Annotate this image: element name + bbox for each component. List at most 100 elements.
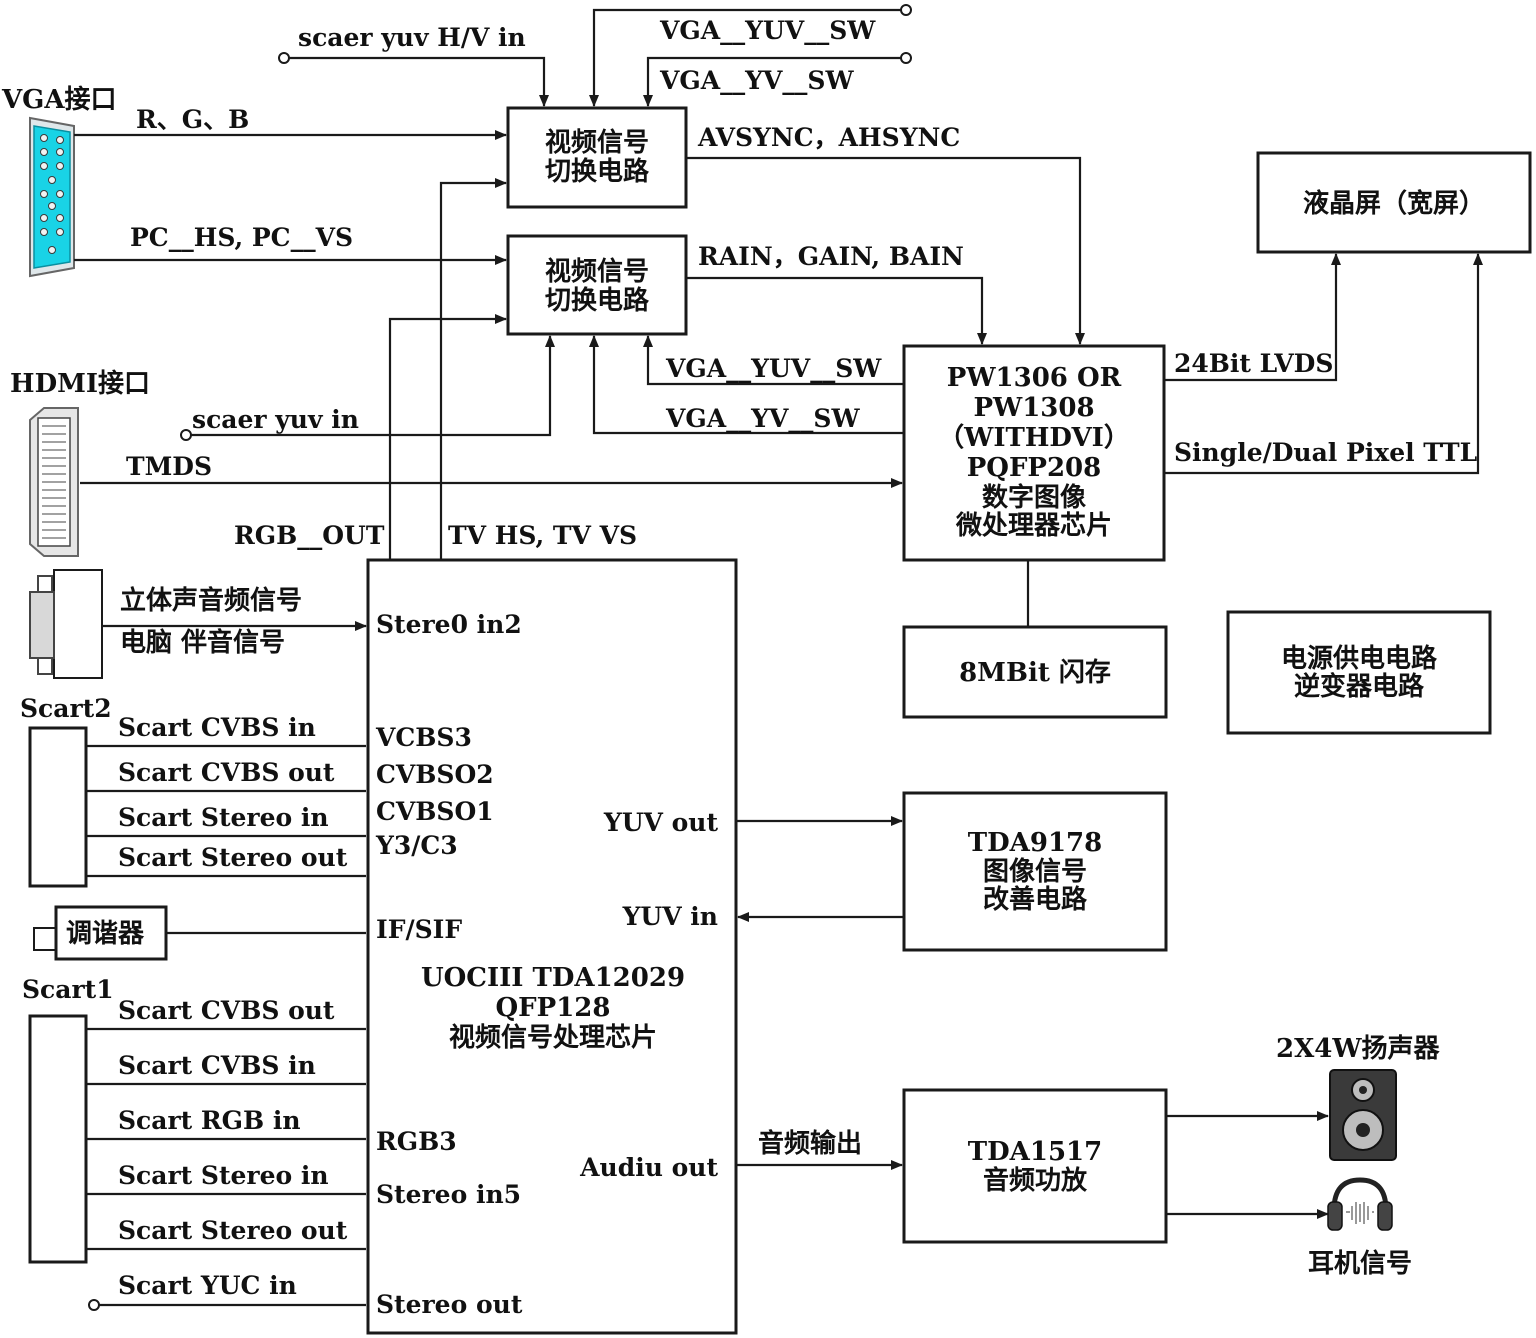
tda1517-line2: 音频功放 <box>983 1165 1088 1196</box>
pin-y3c3: Y3/C3 <box>375 831 458 860</box>
headphone-icon <box>1327 1177 1393 1231</box>
signal-pc-hsvs: PC__HS, PC__VS <box>130 223 353 252</box>
pin-stereo-out: Stereo out <box>376 1290 523 1319</box>
pin-audio-out: Audiu out <box>579 1153 718 1182</box>
signal-vga-yv-sw-top: VGA__YV__SW <box>659 66 854 95</box>
wire-ttl <box>1164 253 1483 475</box>
signal-scaler-yuv: scaer yuv in <box>192 405 359 434</box>
wire-scaler-yuv <box>180 335 555 441</box>
signal-ttl: Single/Dual Pixel TTL <box>1174 438 1478 467</box>
vga-connector-label: VGA接口 <box>1 85 117 115</box>
tda9178-line3: 改善电路 <box>983 884 1088 915</box>
wire-rgb-out <box>388 314 507 560</box>
pin-rgb3: RGB3 <box>376 1127 457 1156</box>
signal-s2-stereo-out: Scart Stereo out <box>118 843 348 872</box>
signal-lvds: 24Bit LVDS <box>1174 349 1333 378</box>
wire-scaler-hv <box>278 52 549 107</box>
uoc-tda12029-chip <box>366 558 738 1335</box>
scart2-label: Scart2 <box>20 694 112 723</box>
vga-port-icon <box>29 116 75 278</box>
tuner-label: 调谐器 <box>66 919 145 949</box>
scart1-label: Scart1 <box>22 975 114 1004</box>
power-supply-block <box>1226 610 1492 735</box>
scart1-wires <box>86 1027 366 1251</box>
pw-chip-line3: （WITHDVI） <box>938 423 1130 453</box>
signal-s2-cvbs-out: Scart CVBS out <box>118 758 335 787</box>
lcd-screen-block <box>1256 151 1532 254</box>
signal-pc-audio: 电脑 伴音信号 <box>120 627 285 658</box>
signal-scaler-hv: scaer yuv H/V in <box>298 23 526 52</box>
uoc-line1: UOCIII TDA12029 <box>421 963 685 993</box>
tda9178-line1: TDA9178 <box>968 828 1102 858</box>
flash-memory-block <box>902 625 1168 719</box>
audio-jack-icon <box>29 569 103 679</box>
signal-vga-yuv-sw-top: VGA__YUV__SW <box>659 16 876 45</box>
lcd-label: 液晶屏（宽屏） <box>1303 188 1485 219</box>
pin-if-sif: IF/SIF <box>376 915 462 944</box>
power-line2: 逆变器电路 <box>1294 671 1425 702</box>
signal-rgb-out: RGB__OUT <box>234 521 385 550</box>
flash-label: 8MBit 闪存 <box>959 658 1111 688</box>
headphone-label: 耳机信号 <box>1308 1249 1412 1279</box>
tda9178-block <box>902 791 1168 952</box>
pw-chip-line6: 微处理器芯片 <box>955 510 1112 541</box>
pw-chip-line2: PW1308 <box>973 393 1094 423</box>
signal-tv-hsvs: TV HS, TV VS <box>448 521 637 550</box>
scart1-connector <box>28 1014 88 1264</box>
wire-vga-yv-sw-mid <box>589 335 904 435</box>
signal-audio-out-cn: 音频输出 <box>758 1128 862 1159</box>
pin-stereo-in5: Stereo in5 <box>376 1180 521 1209</box>
pin-cvbso2: CVBSO2 <box>376 760 494 789</box>
signal-rain: RAIN，GAIN, BAIN <box>698 242 964 271</box>
signal-tmds: TMDS <box>126 452 212 481</box>
tda9178-line2: 图像信号 <box>983 857 1087 887</box>
signal-s2-stereo-in: Scart Stereo in <box>118 803 329 832</box>
tuner-block <box>33 905 168 961</box>
tda1517-block <box>902 1088 1168 1244</box>
hdmi-connector-label: HDMI接口 <box>10 369 150 399</box>
pw-chip-line1: PW1306 OR <box>947 363 1122 393</box>
signal-stereo-audio: 立体声音频信号 <box>120 585 302 616</box>
video-switch-circuit-2 <box>506 234 688 336</box>
power-line1: 电源供电电路 <box>1281 643 1438 674</box>
signal-s1-cvbs-in: Scart CVBS in <box>118 1051 316 1080</box>
wire-vga-yv-sw-top <box>643 52 912 107</box>
pin-vcbs3: VCBS3 <box>375 723 472 752</box>
switch2-line1: 视频信号 <box>545 257 649 287</box>
wire-s1-yuc <box>88 1299 366 1311</box>
wire-vga-yuv-sw-mid <box>643 335 904 386</box>
signal-s1-cvbs-out: Scart CVBS out <box>118 996 335 1025</box>
signal-s1-rgb-in: Scart RGB in <box>118 1106 301 1135</box>
pin-stereo0-in2: Stere0 in2 <box>376 610 522 639</box>
signal-avsync: AVSYNC，AHSYNC <box>697 123 960 152</box>
pin-cvbso1: CVBSO1 <box>376 797 494 826</box>
pw-chip-line5: 数字图像 <box>982 482 1087 513</box>
speaker-icon <box>1329 1069 1397 1161</box>
pin-yuv-in: YUV in <box>622 902 718 931</box>
pw-chip-line4: PQFP208 <box>967 453 1101 483</box>
switch1-line2: 切换电路 <box>545 156 650 187</box>
wire-lvds <box>1164 253 1341 382</box>
switch1-line1: 视频信号 <box>545 128 649 158</box>
pin-yuv-out: YUV out <box>603 808 719 837</box>
uoc-line2: QFP128 <box>496 993 611 1023</box>
switch2-line2: 切换电路 <box>545 285 650 316</box>
signal-s1-yuc-in: Scart YUC in <box>118 1271 297 1300</box>
signal-vga-yuv-sw-mid: VGA__YUV__SW <box>665 354 882 383</box>
signal-vga-yv-sw-mid: VGA__YV__SW <box>665 404 860 433</box>
wire-rain <box>686 276 987 345</box>
wire-avsync <box>686 156 1085 345</box>
scart2-connector <box>28 726 88 888</box>
speaker-label: 2X4W扬声器 <box>1276 1034 1441 1064</box>
signal-s1-stereo-out: Scart Stereo out <box>118 1216 348 1245</box>
pw1306-chip <box>902 344 1166 562</box>
wire-tv-hsvs <box>439 178 507 560</box>
uoc-line3: 视频信号处理芯片 <box>449 1023 657 1053</box>
tda1517-line1: TDA1517 <box>968 1137 1102 1167</box>
wire-vga-yuv-sw-top <box>589 4 912 107</box>
scart2-wires <box>86 744 366 878</box>
signal-s2-cvbs-in: Scart CVBS in <box>118 713 316 742</box>
signal-rgb: R、G、B <box>136 105 249 134</box>
hdmi-port-icon <box>29 407 79 557</box>
